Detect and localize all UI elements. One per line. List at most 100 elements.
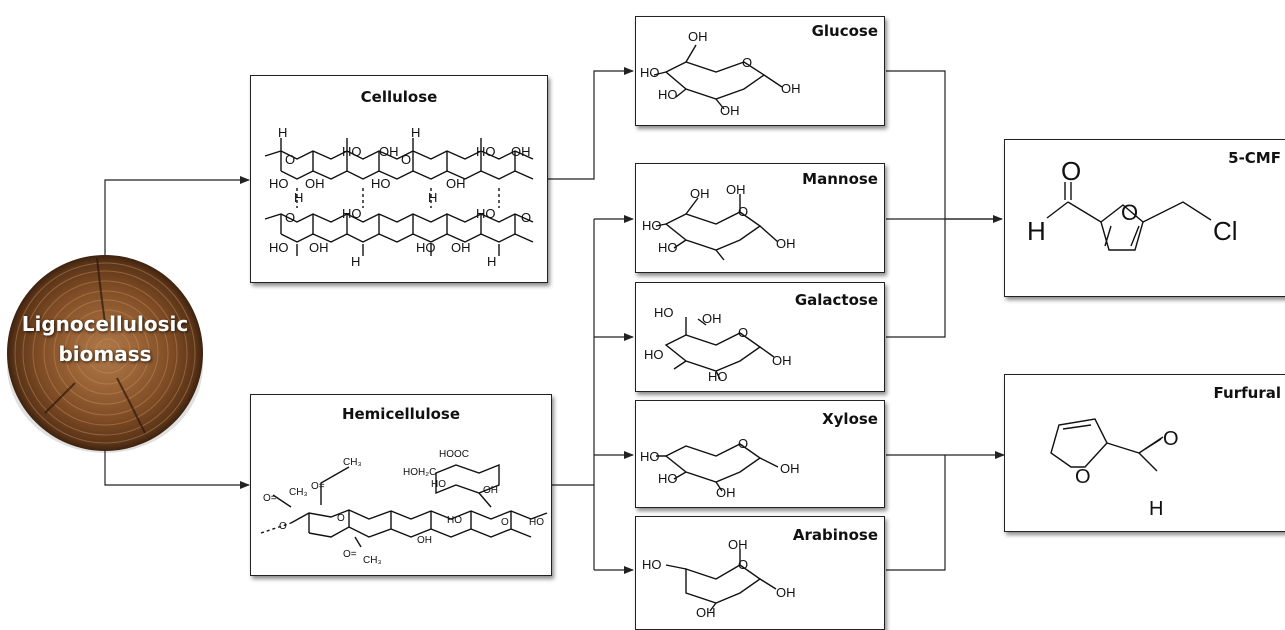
hemicellulose-hoh2c-label: HOH₂C bbox=[403, 467, 436, 478]
furfural-title: Furfural bbox=[1213, 384, 1281, 402]
xylose-o-label: O bbox=[738, 436, 748, 451]
glucose-oh-label: OH bbox=[688, 29, 708, 44]
mannose-structure: OH OH O HO HO OH bbox=[642, 182, 796, 261]
cellulose-oh-label: OH bbox=[446, 176, 466, 191]
galactose-box: Galactose HO OH O HO OH HO bbox=[635, 282, 885, 392]
cellulose-ho-label: HO bbox=[371, 176, 391, 191]
cellulose-ho-label: HO bbox=[416, 240, 436, 255]
xylose-ho-label: HO bbox=[658, 471, 678, 486]
galactose-title: Galactose bbox=[794, 291, 878, 309]
hemicellulose-oh-label: OH bbox=[483, 485, 498, 496]
cellulose-ho-label: HO bbox=[342, 206, 362, 221]
cellulose-h-label: H bbox=[487, 254, 496, 269]
galactose-ho-label: HO bbox=[654, 305, 674, 320]
cellulose-oh-label: OH bbox=[309, 240, 329, 255]
xylose-title: Xylose bbox=[822, 410, 878, 428]
furfural-ring-o-label: O bbox=[1075, 466, 1091, 488]
cellulose-ho-label: HO bbox=[476, 144, 496, 159]
hemicellulose-ho-label: HO bbox=[431, 479, 446, 490]
biomass-label: Lignocellulosic biomass bbox=[5, 309, 205, 369]
arabinose-oh-label: OH bbox=[776, 585, 796, 600]
glucose-title: Glucose bbox=[811, 22, 878, 40]
galactose-oh-label: OH bbox=[772, 353, 792, 368]
arabinose-title: Arabinose bbox=[792, 526, 878, 544]
cellulose-ho-label: HO bbox=[476, 206, 496, 221]
arabinose-structure: HO OH O OH OH bbox=[642, 537, 796, 620]
cmf-h-label: H bbox=[1027, 216, 1046, 246]
wood-rings-icon bbox=[7, 255, 203, 453]
mannose-box: Mannose OH OH O HO HO OH bbox=[635, 163, 885, 273]
cellulose-o-label: O bbox=[285, 210, 295, 225]
cellulose-oh-label: OH bbox=[379, 144, 399, 159]
biomass-wood-disk: Lignocellulosic biomass bbox=[5, 253, 205, 453]
cellulose-o-label: O bbox=[401, 152, 411, 167]
mannose-oh-label: OH bbox=[726, 182, 746, 197]
mannose-oh-label: OH bbox=[690, 186, 710, 201]
cellulose-h-label: H bbox=[411, 125, 420, 140]
cellulose-o-label: O bbox=[285, 152, 295, 167]
hemicellulose-o-label: O bbox=[337, 513, 345, 524]
hemicellulose-ho-label: HO bbox=[447, 515, 462, 526]
arabinose-oh-label: OH bbox=[696, 605, 716, 620]
furfural-box: Furfural O O H bbox=[1004, 374, 1285, 532]
arabinose-ho-label: HO bbox=[642, 557, 662, 572]
mannose-ho-label: HO bbox=[642, 218, 662, 233]
hemicellulose-oeq-label: O= bbox=[311, 481, 325, 492]
connector-hexoses-cmf bbox=[886, 70, 1002, 338]
hemicellulose-oeq-label: O= bbox=[263, 493, 277, 504]
cellulose-oh-label: OH bbox=[451, 240, 471, 255]
arabinose-oh-label: OH bbox=[728, 537, 748, 552]
cellulose-title: Cellulose bbox=[360, 88, 438, 106]
cmf-title: 5-CMF bbox=[1228, 149, 1281, 167]
hemicellulose-o-label: O bbox=[501, 517, 509, 528]
hemicellulose-title: Hemicellulose bbox=[341, 405, 461, 423]
hemicellulose-box: Hemicellulose HOOC HOH₂C HO OH CH₃ O= O=… bbox=[250, 394, 552, 576]
cmf-box: 5-CMF O H O Cl bbox=[1004, 139, 1285, 297]
glucose-o-label: O bbox=[742, 55, 752, 70]
cellulose-h-label: H bbox=[278, 125, 287, 140]
cmf-cl-label: Cl bbox=[1213, 216, 1238, 246]
hemicellulose-ch3-label: CH₃ bbox=[343, 457, 362, 468]
xylose-oh-label: OH bbox=[780, 461, 800, 476]
glucose-oh-label: OH bbox=[781, 81, 801, 96]
biomass-label-line1: Lignocellulosic bbox=[21, 312, 189, 336]
xylose-oh-label: OH bbox=[716, 485, 736, 500]
cellulose-h-label: H bbox=[351, 254, 360, 269]
hemicellulose-oh-label: OH bbox=[417, 535, 432, 546]
mannose-ho-label: HO bbox=[658, 240, 678, 255]
glucose-ho-label: HO bbox=[640, 65, 660, 80]
galactose-structure: HO OH O HO OH HO bbox=[644, 305, 792, 384]
glucose-structure: OH O HO HO OH OH bbox=[640, 29, 801, 118]
cellulose-h-label: H bbox=[294, 190, 303, 205]
hemicellulose-ch3-label: CH₃ bbox=[289, 487, 308, 498]
furfural-structure: O O H bbox=[1050, 418, 1179, 520]
hemicellulose-structure: HOOC HOH₂C HO OH CH₃ O= O= CH₃ O= CH₃ O … bbox=[260, 449, 548, 566]
mannose-title: Mannose bbox=[802, 170, 878, 188]
cellulose-ho-label: HO bbox=[269, 176, 289, 191]
glucose-ho-label: HO bbox=[658, 87, 678, 102]
galactose-ho-label: HO bbox=[644, 347, 664, 362]
galactose-oh-label: OH bbox=[702, 311, 722, 326]
xylose-box: Xylose O HO HO OH OH bbox=[635, 400, 885, 508]
cellulose-ho-label: HO bbox=[269, 240, 289, 255]
cellulose-o-label: O bbox=[521, 210, 531, 225]
mannose-oh-label: OH bbox=[776, 236, 796, 251]
mannose-o-label: O bbox=[738, 204, 748, 219]
hemicellulose-oeq-label: O= bbox=[343, 549, 357, 560]
arabinose-box: Arabinose HO OH O OH OH bbox=[635, 516, 885, 630]
cmf-o-label: O bbox=[1061, 156, 1081, 186]
furfural-o-label: O bbox=[1163, 428, 1179, 450]
xylose-ho-label: HO bbox=[640, 449, 660, 464]
connector-biomass-cellulose bbox=[104, 176, 250, 262]
connector-pentoses-furfural bbox=[886, 454, 946, 571]
biomass-label-line2: biomass bbox=[58, 342, 152, 366]
galactose-o-label: O bbox=[738, 325, 748, 340]
glucose-box: Glucose OH O HO HO OH OH bbox=[635, 16, 885, 126]
xylose-structure: O HO HO OH OH bbox=[640, 436, 800, 500]
cellulose-structure: H HO OH H HO OH O O HO OH HO OH H H HO H… bbox=[264, 125, 534, 269]
connector-biomass-hemicellulose bbox=[104, 445, 250, 489]
hemicellulose-o-label: O bbox=[279, 521, 287, 532]
arabinose-o-label: O bbox=[738, 557, 748, 572]
galactose-ho-label: HO bbox=[708, 369, 728, 384]
